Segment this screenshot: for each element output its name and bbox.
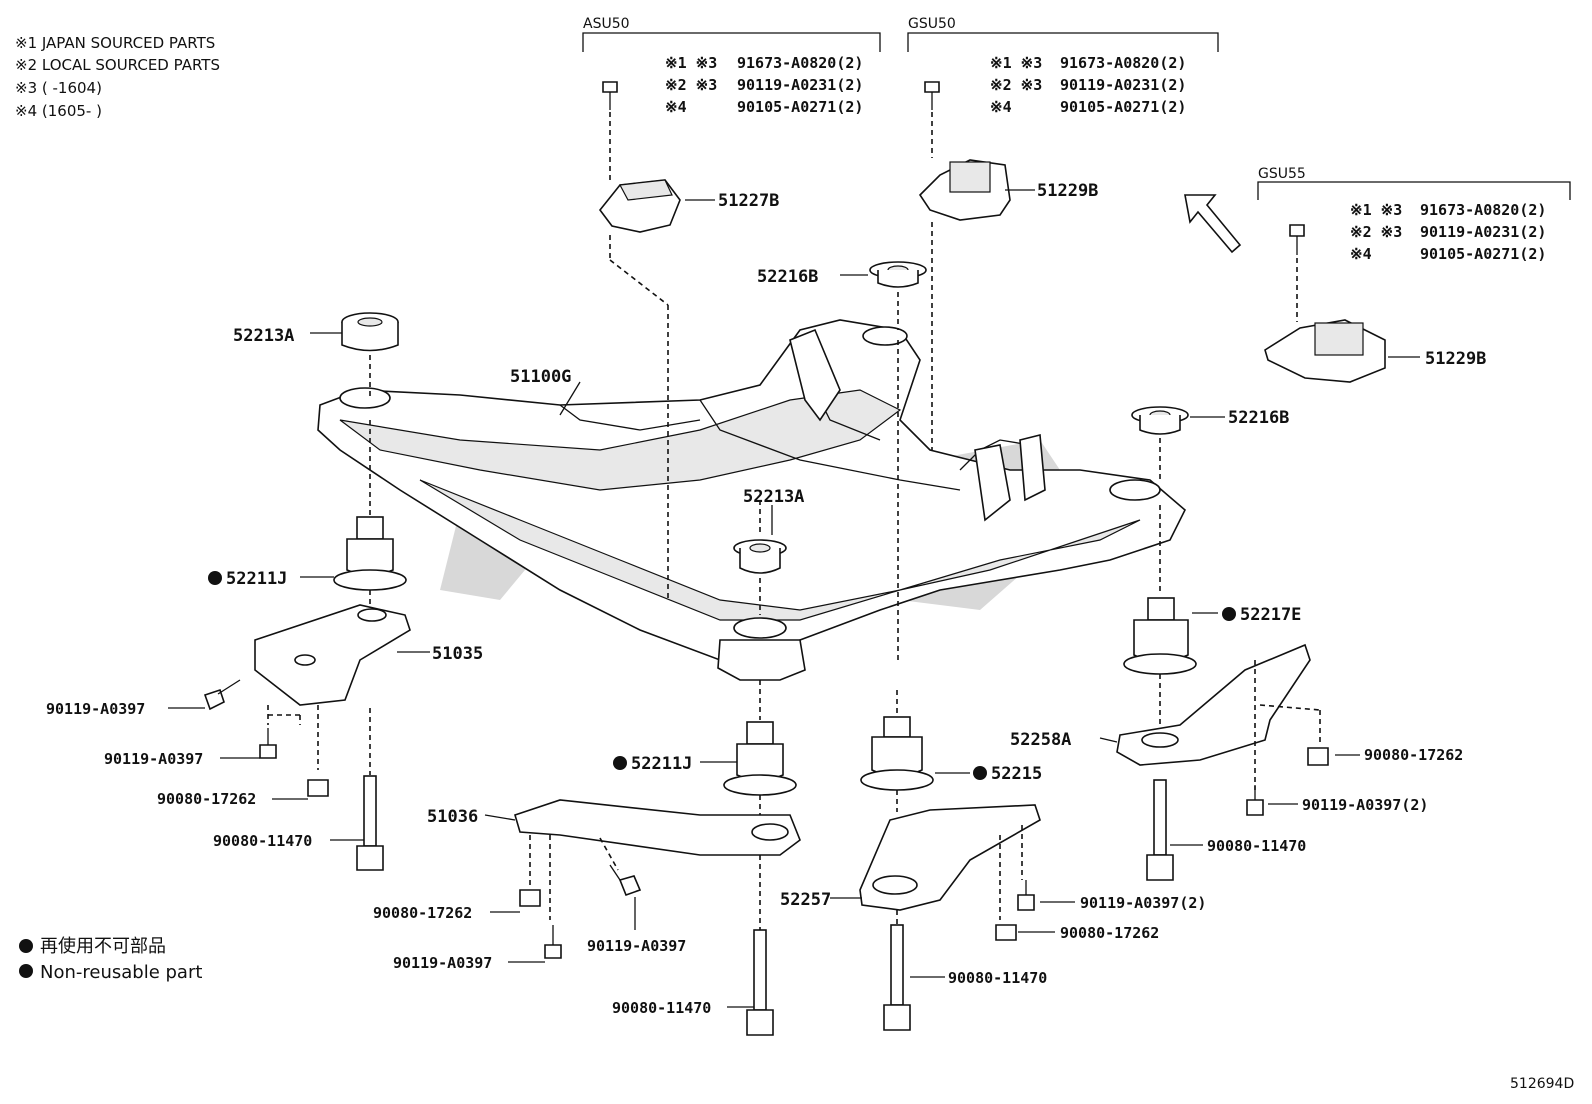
asu50-row3-mark: ※4 bbox=[665, 98, 687, 116]
legend-bullet-jp bbox=[19, 939, 33, 953]
part-label-51100g[interactable]: 51100G bbox=[510, 367, 571, 387]
non-reusable-marker bbox=[208, 571, 222, 585]
part-label-90080-17262-center[interactable]: 90080-17262 bbox=[373, 904, 472, 922]
part-labels: 52216B 52213A 51100G 52216B 52211J 52213… bbox=[46, 267, 1463, 1017]
group-asu50: ASU50 ※1 ※3 91673-A0820(2) ※2 ※3 90119-A… bbox=[583, 16, 863, 211]
part-label-52211j-center[interactable]: 52211J bbox=[631, 754, 692, 774]
group-title-gsu55: GSU55 bbox=[1258, 166, 1306, 182]
part-label-52217e[interactable]: 52217E bbox=[1240, 605, 1301, 625]
note-japan-sourced: ※1 JAPAN SOURCED PARTS bbox=[15, 34, 215, 52]
engine-mount-asu50 bbox=[598, 81, 681, 600]
asu50-row2-mark: ※2 ※3 bbox=[665, 76, 717, 94]
part-label-90119-a0397-2-right[interactable]: 90119-A0397(2) bbox=[1302, 796, 1428, 814]
asu50-row1-part[interactable]: 91673-A0820(2) bbox=[737, 54, 863, 72]
gsu50-row2-part[interactable]: 90119-A0231(2) bbox=[1060, 76, 1186, 94]
right-cluster bbox=[1116, 406, 1329, 881]
group-gsu55: GSU55 ※1 ※3 91673-A0820(2) ※2 ※3 90119-A… bbox=[1258, 166, 1546, 369]
part-label-51229b-gsu50[interactable]: 51229B bbox=[1037, 181, 1098, 201]
leader-lines bbox=[168, 189, 1420, 1008]
group-title-gsu50: GSU50 bbox=[908, 16, 956, 32]
non-reusable-marker bbox=[613, 756, 627, 770]
right-center-cluster bbox=[859, 690, 1041, 1031]
gsu55-row2-mark: ※2 ※3 bbox=[1350, 223, 1402, 241]
part-label-90080-11470-right[interactable]: 90080-11470 bbox=[1207, 837, 1306, 855]
gsu50-row1-part[interactable]: 91673-A0820(2) bbox=[1060, 54, 1186, 72]
engine-mount-gsu55 bbox=[1184, 194, 1386, 383]
left-front-cluster bbox=[203, 312, 411, 871]
part-label-90119-a0397-left2[interactable]: 90119-A0397 bbox=[104, 750, 203, 768]
part-label-52216b-top[interactable]: 52216B bbox=[757, 267, 818, 287]
part-label-90119-a0397-left[interactable]: 90119-A0397 bbox=[46, 700, 145, 718]
gsu50-row3-part[interactable]: 90105-A0271(2) bbox=[1060, 98, 1186, 116]
legend: 再使用不可部品 Non-reusable part bbox=[19, 936, 202, 983]
group-title-asu50: ASU50 bbox=[583, 16, 630, 32]
gsu50-row1-mark: ※1 ※3 bbox=[990, 54, 1042, 72]
part-label-52215[interactable]: 52215 bbox=[991, 764, 1042, 784]
gsu55-row3-mark: ※4 bbox=[1350, 245, 1372, 263]
part-label-51227b[interactable]: 51227B bbox=[718, 191, 779, 211]
part-label-51229b-gsu55[interactable]: 51229B bbox=[1425, 349, 1486, 369]
group-brackets bbox=[582, 32, 1571, 200]
part-label-52213a-left[interactable]: 52213A bbox=[233, 326, 294, 346]
center-cluster bbox=[514, 500, 801, 1036]
part-label-90080-17262-right[interactable]: 90080-17262 bbox=[1364, 746, 1463, 764]
gsu50-row2-mark: ※2 ※3 bbox=[990, 76, 1042, 94]
gsu55-row2-part[interactable]: 90119-A0231(2) bbox=[1420, 223, 1546, 241]
non-reusable-marker bbox=[973, 766, 987, 780]
gsu55-row3-part[interactable]: 90105-A0271(2) bbox=[1420, 245, 1546, 263]
gsu55-row1-part[interactable]: 91673-A0820(2) bbox=[1420, 201, 1546, 219]
part-label-90119-a0397-bottom[interactable]: 90119-A0397 bbox=[393, 954, 492, 972]
part-label-52213a-center[interactable]: 52213A bbox=[743, 487, 804, 507]
legend-text-jp: 再使用不可部品 bbox=[40, 936, 166, 957]
part-label-51036[interactable]: 51036 bbox=[427, 807, 478, 827]
part-label-52257[interactable]: 52257 bbox=[780, 890, 831, 910]
part-label-52258a[interactable]: 52258A bbox=[1010, 730, 1071, 750]
notes-block: ※1 JAPAN SOURCED PARTS ※2 LOCAL SOURCED … bbox=[15, 34, 220, 120]
part-label-52216b-right[interactable]: 52216B bbox=[1228, 408, 1289, 428]
asu50-row3-part[interactable]: 90105-A0271(2) bbox=[737, 98, 863, 116]
diagram-id: 512694D bbox=[1510, 1076, 1574, 1092]
non-reusable-marker bbox=[1222, 607, 1236, 621]
asu50-row2-part[interactable]: 90119-A0231(2) bbox=[737, 76, 863, 94]
legend-bullet-en bbox=[19, 964, 33, 978]
part-label-90080-17262-left[interactable]: 90080-17262 bbox=[157, 790, 256, 808]
part-label-90080-11470-center-right[interactable]: 90080-11470 bbox=[948, 969, 1047, 987]
part-label-90080-17262-center-right[interactable]: 90080-17262 bbox=[1060, 924, 1159, 942]
part-label-51035[interactable]: 51035 bbox=[432, 644, 483, 664]
subframe-51100g bbox=[317, 319, 1186, 681]
part-label-90119-a0397-center[interactable]: 90119-A0397 bbox=[587, 937, 686, 955]
part-label-90080-11470-left[interactable]: 90080-11470 bbox=[213, 832, 312, 850]
note-range-from-1605: ※4 (1605- ) bbox=[15, 102, 102, 120]
legend-text-en: Non-reusable part bbox=[40, 962, 202, 983]
group-gsu50: GSU50 ※1 ※3 91673-A0820(2) ※2 ※3 90119-A… bbox=[908, 16, 1186, 201]
part-label-90119-a0397-2-center[interactable]: 90119-A0397(2) bbox=[1080, 894, 1206, 912]
asu50-row1-mark: ※1 ※3 bbox=[665, 54, 717, 72]
gsu50-row3-mark: ※4 bbox=[990, 98, 1012, 116]
part-label-90080-11470-center[interactable]: 90080-11470 bbox=[612, 999, 711, 1017]
part-label-52211j-left[interactable]: 52211J bbox=[226, 569, 287, 589]
engine-mount-gsu50 bbox=[869, 81, 1011, 660]
gsu55-row1-mark: ※1 ※3 bbox=[1350, 201, 1402, 219]
note-local-sourced: ※2 LOCAL SOURCED PARTS bbox=[15, 56, 220, 74]
note-range-until-1604: ※3 ( -1604) bbox=[15, 79, 102, 97]
